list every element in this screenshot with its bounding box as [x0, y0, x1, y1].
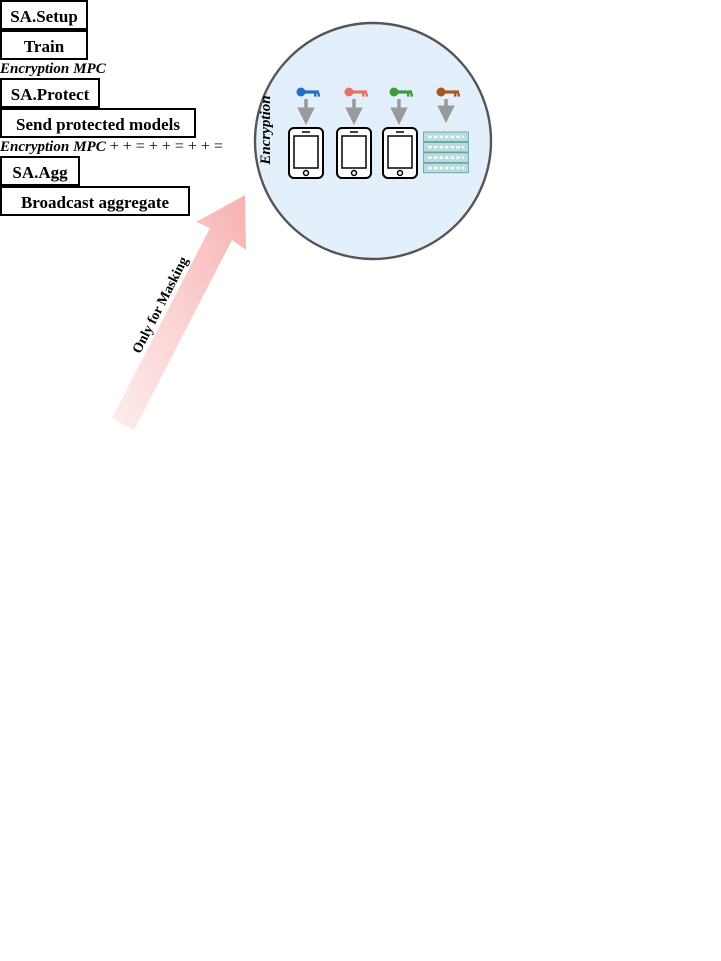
setup-phase: Encryption [253, 21, 493, 261]
phone-icon [288, 127, 324, 179]
agg-circle: Encryption MPC + + = + + [0, 138, 223, 155]
flow-arrow: Train Encryption MPC [0, 30, 721, 216]
mpc-share-row: + + = [149, 138, 188, 155]
masking-arrow: Only for Masking [112, 195, 246, 430]
broadcast-title: Broadcast aggregate [0, 186, 190, 216]
phone-icon [382, 127, 418, 179]
phone-icon [336, 127, 372, 179]
protect-encryption-label: Encryption [0, 61, 70, 77]
equals-sign: = [174, 138, 184, 155]
equals-sign: = [213, 138, 223, 155]
flow-arrow: Encryption MPC + + = + + [0, 138, 721, 216]
protect-title: SA.Protect [0, 78, 100, 108]
flow-arrow: Broadcast aggregate const data = JSON.pa… [0, 186, 721, 216]
flow-arrow: Send protected models Encryption MPC + + [0, 108, 721, 216]
setup-circle [253, 21, 493, 261]
setup-title: SA.Setup [0, 0, 88, 30]
plus-sign: + [148, 138, 158, 155]
mpc-share-row: + + = [110, 138, 149, 155]
agg-phase: Encryption MPC + + = + + [0, 138, 223, 155]
agg-encryption-label: Encryption [0, 139, 70, 155]
protect-phase: Encryption MPC [0, 60, 106, 77]
flow-arrow: Encryption MPC SA.Protect [0, 60, 721, 216]
encrypted-models-box: + + = + + = + + = [110, 138, 223, 155]
server-icon [422, 130, 470, 175]
equals-sign: = [135, 138, 145, 155]
agg-mpc-label: MPC [73, 139, 106, 155]
plus-sign: + [161, 138, 171, 155]
send-title: Send protected models [0, 108, 196, 138]
setup-encryption-label: Encryption [258, 95, 274, 165]
agg-title: SA.Agg [0, 156, 80, 186]
plus-sign: + [109, 138, 119, 155]
flow-arrow: Encryption MPC SA.Protect [0, 60, 721, 216]
train-title: Train [0, 30, 88, 60]
protect-circle: Encryption MPC [0, 60, 106, 77]
protect-mpc-label: MPC [73, 61, 106, 77]
plus-sign: + [187, 138, 197, 155]
mpc-share-row: + + = [188, 138, 223, 155]
plus-sign: + [122, 138, 132, 155]
plus-sign: + [200, 138, 210, 155]
